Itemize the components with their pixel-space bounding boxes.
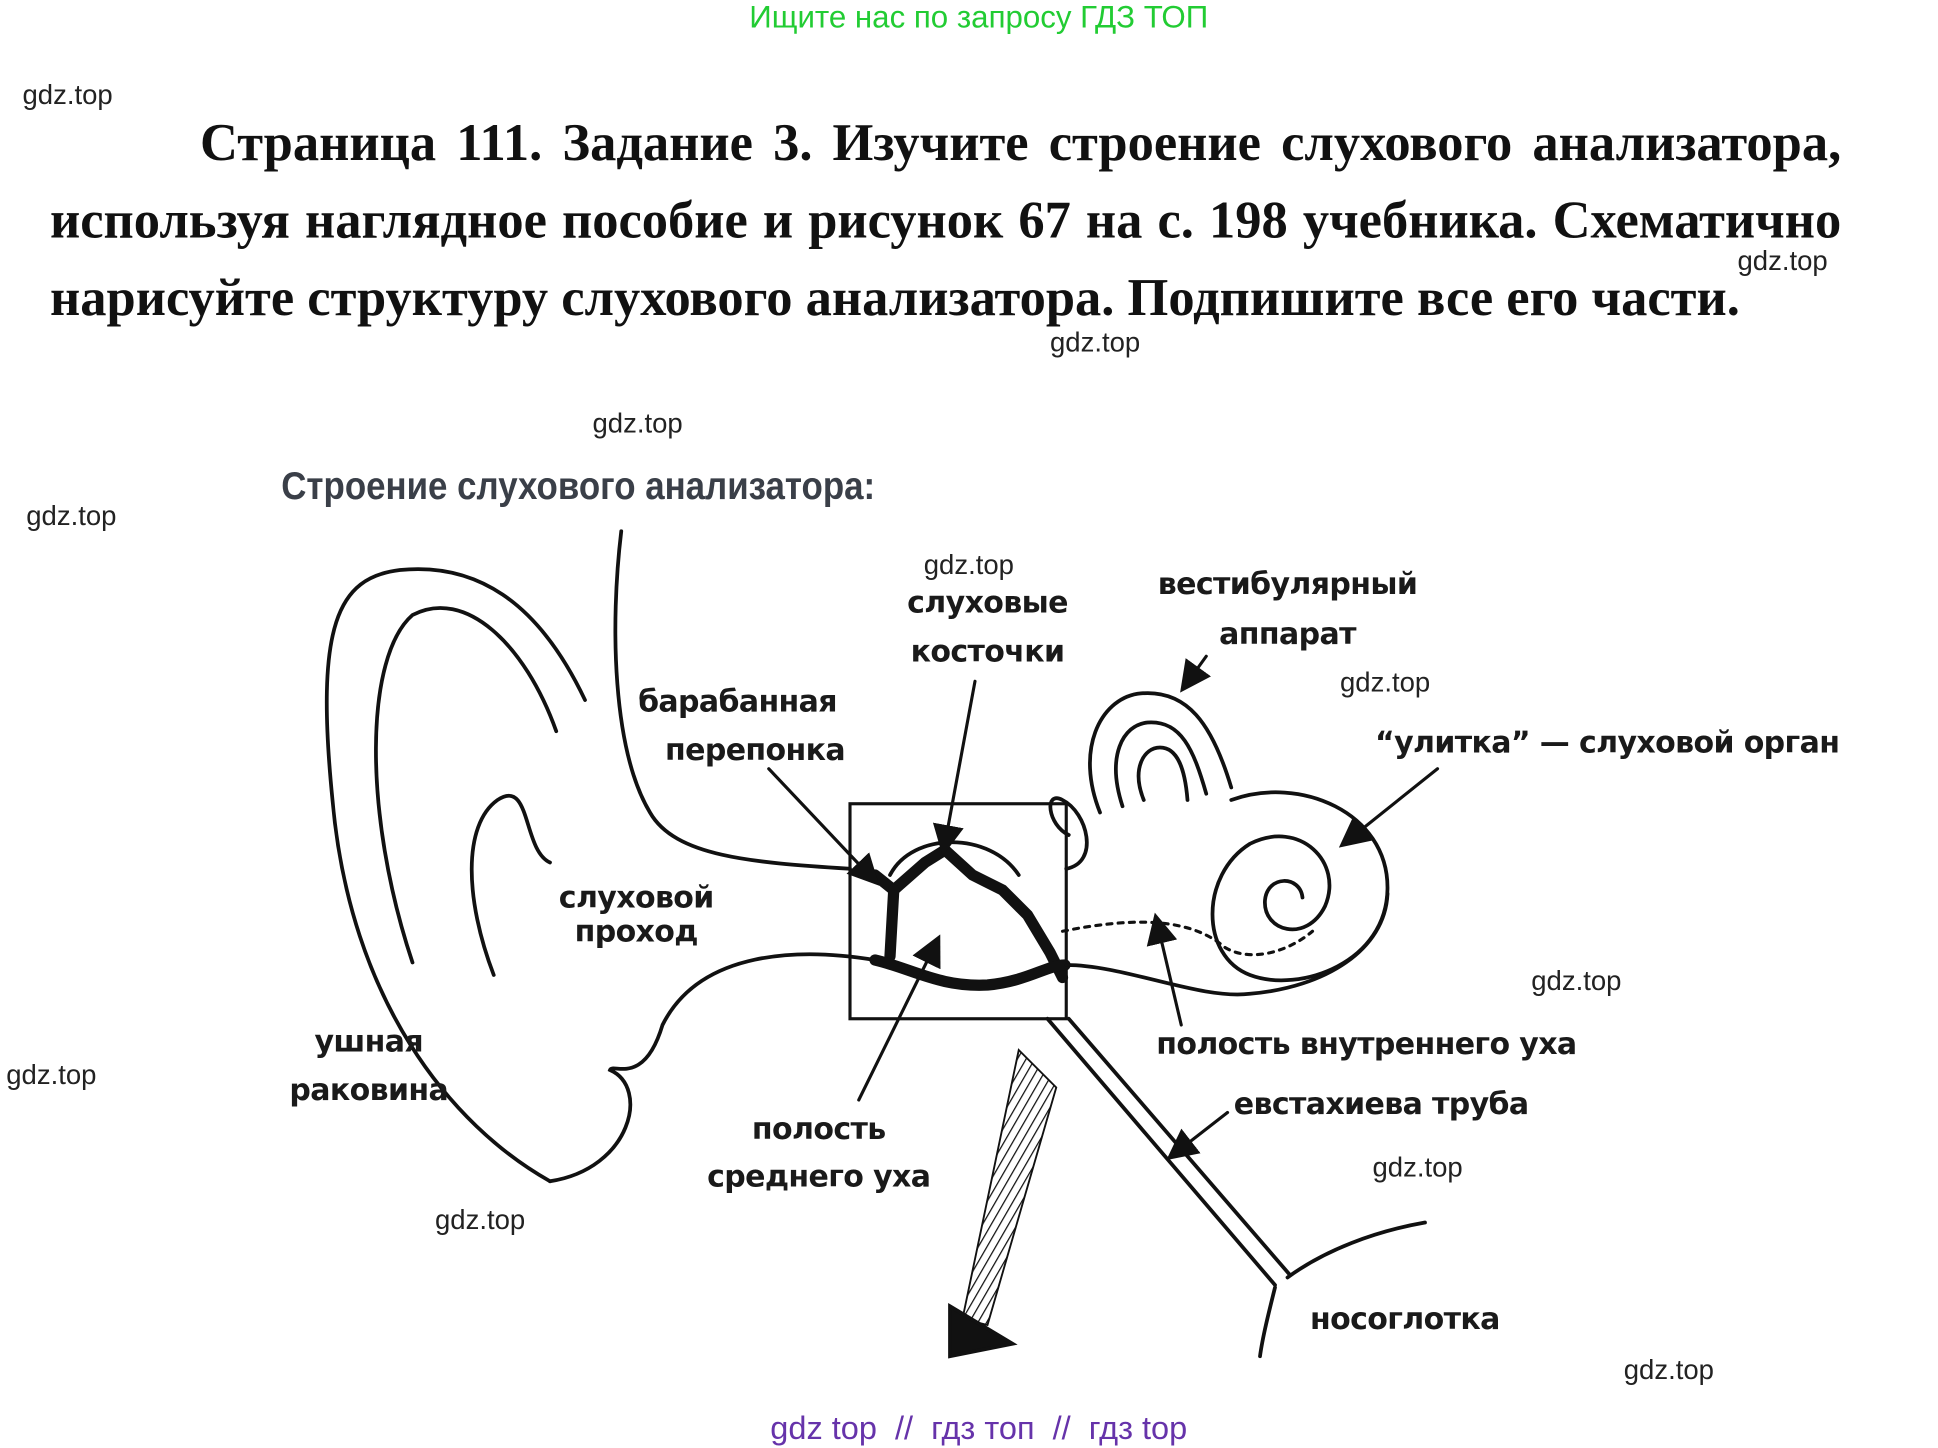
figure-title: Строение слухового анализатора: bbox=[281, 463, 876, 508]
label-auricle: ушная bbox=[314, 1023, 424, 1059]
vestibular-apparatus bbox=[1048, 691, 1234, 871]
sound-arrow-head bbox=[948, 1302, 1018, 1359]
watermark: gdz.top bbox=[26, 500, 117, 532]
auricle-outline bbox=[324, 529, 877, 1184]
watermark: gdz.top bbox=[1050, 326, 1141, 358]
cochlea bbox=[1060, 790, 1390, 997]
label-ossicles: косточки bbox=[910, 633, 1065, 669]
watermark: gdz.top bbox=[1623, 1353, 1714, 1385]
ossicles bbox=[869, 842, 1071, 991]
footer-links[interactable]: gdz top // гдз топ // гдз top bbox=[770, 1408, 1188, 1447]
label-vestibular: вестибулярный bbox=[1157, 566, 1418, 602]
label-eardrum: барабанная bbox=[638, 683, 837, 719]
watermark: gdz.top bbox=[1372, 1151, 1463, 1183]
watermark: gdz.top bbox=[6, 1058, 97, 1090]
label-eardrum: перепонка bbox=[665, 732, 846, 768]
label-cochlea: “улитка” — слуховой орган bbox=[1375, 725, 1840, 760]
watermark: gdz.top bbox=[22, 78, 113, 110]
watermark: gdz.top bbox=[1531, 965, 1622, 997]
label-inner-ear: полость внутреннего уха bbox=[1156, 1026, 1577, 1062]
label-middle-ear: среднего уха bbox=[707, 1158, 931, 1194]
label-auricle: раковина bbox=[289, 1072, 449, 1108]
watermark: gdz.top bbox=[923, 548, 1014, 580]
label-ossicles: слуховые bbox=[907, 585, 1068, 620]
label-middle-ear: полость bbox=[751, 1111, 886, 1147]
watermark: gdz.top bbox=[592, 407, 683, 439]
label-vestibular: аппарат bbox=[1219, 616, 1356, 652]
watermark: gdz.top bbox=[1737, 245, 1828, 277]
sound-arrow-shaft bbox=[961, 1048, 1058, 1327]
middle-ear-box bbox=[848, 802, 1068, 1021]
label-ear-canal: слуховой bbox=[558, 880, 715, 915]
task-heading: Страница 111. Задание 3. Изучите строени… bbox=[50, 115, 1842, 328]
watermark: gdz.top bbox=[1340, 666, 1431, 698]
label-nasopharynx: носоглотка bbox=[1310, 1301, 1500, 1337]
search-banner[interactable]: Ищите нас по запросу ГДЗ ТОП bbox=[749, 0, 1209, 35]
watermark: gdz.top bbox=[435, 1203, 526, 1235]
pointer-lines bbox=[767, 654, 1440, 1161]
label-ear-canal: проход bbox=[574, 913, 699, 949]
label-eustachian-tube: евстахиева труба bbox=[1233, 1086, 1529, 1122]
